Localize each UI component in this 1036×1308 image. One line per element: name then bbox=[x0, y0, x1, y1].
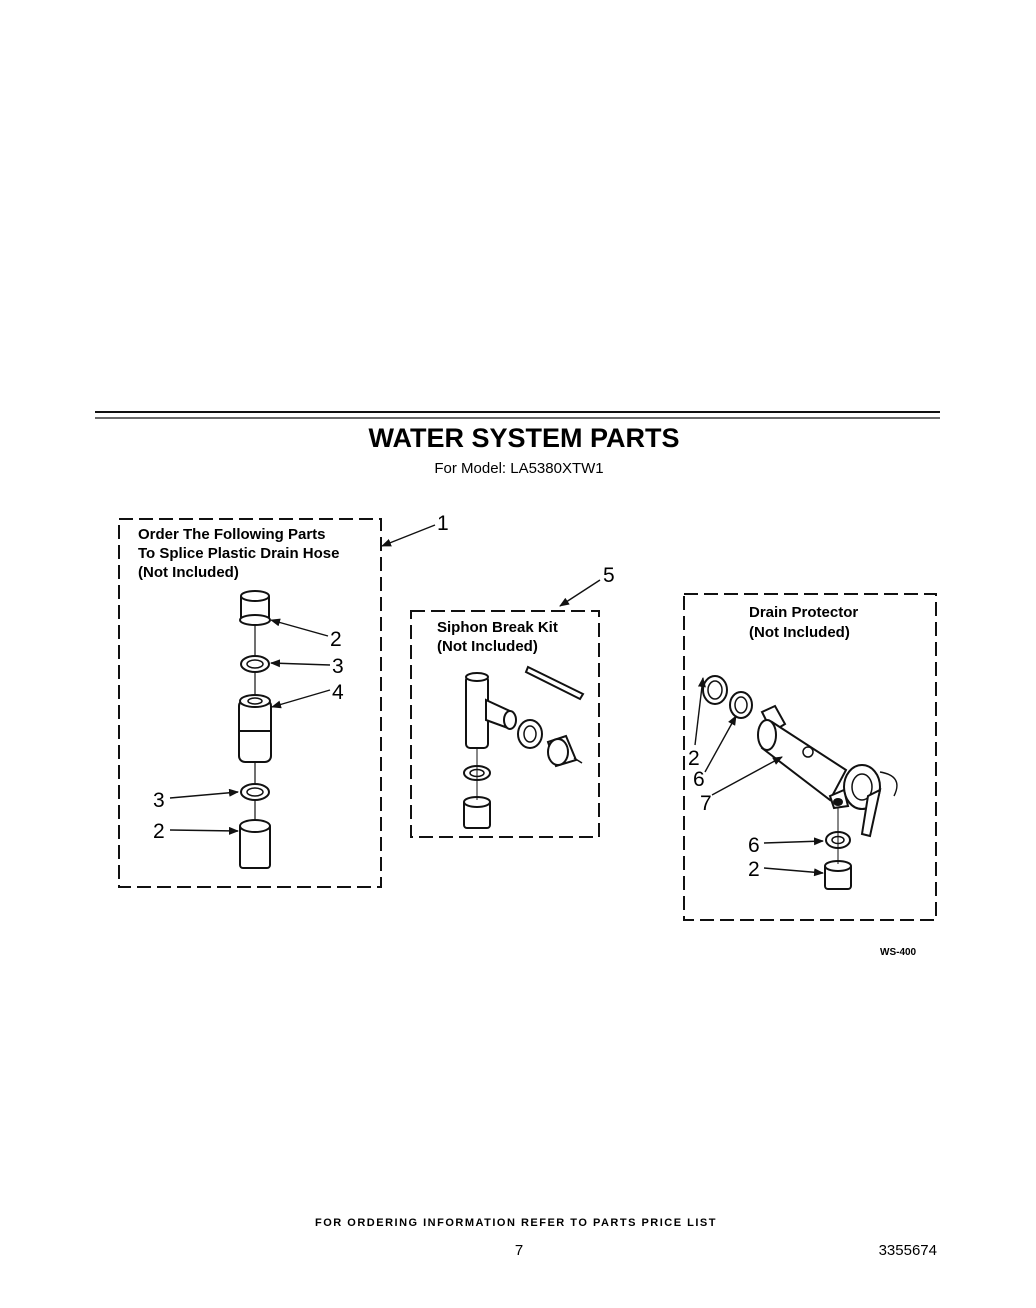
callout-4: 4 bbox=[332, 681, 344, 704]
hose-clamp-bottom bbox=[240, 783, 270, 801]
splice-hose-group: Order The Following Parts To Splice Plas… bbox=[118, 512, 449, 888]
siphon-side-hose-end bbox=[546, 734, 583, 768]
siphon-tee bbox=[465, 672, 517, 749]
drain-protector-label-line-2: (Not Included) bbox=[749, 624, 850, 641]
splice-hose-label-line-3: (Not Included) bbox=[138, 564, 239, 581]
document-number: 3355674 bbox=[879, 1242, 937, 1259]
header-rules bbox=[95, 411, 940, 419]
siphon-clip bbox=[524, 665, 585, 701]
hose-connector bbox=[238, 694, 272, 763]
callout-3-top: 3 bbox=[332, 655, 344, 678]
protector-hose-end-lower bbox=[824, 860, 852, 890]
siphon-break-box bbox=[410, 610, 600, 838]
model-line: For Model: LA5380XTW1 bbox=[434, 460, 603, 477]
protector-hose-end bbox=[702, 675, 728, 705]
drain-protector-group: Drain Protector (Not Included) bbox=[683, 593, 937, 921]
figure-code: WS-400 bbox=[880, 947, 917, 958]
splice-hose-box bbox=[118, 518, 382, 888]
ordering-note: FOR ORDERING INFORMATION REFER TO PARTS … bbox=[315, 1217, 717, 1229]
siphon-side-clamp bbox=[517, 719, 543, 749]
splice-hose-label-line-2: To Splice Plastic Drain Hose bbox=[138, 545, 339, 562]
siphon-break-label-line-2: (Not Included) bbox=[437, 638, 538, 655]
siphon-break-group: Siphon Break Kit (Not Included) bbox=[410, 564, 615, 838]
callout-6-protector-upper: 6 bbox=[693, 768, 705, 791]
page-number: 7 bbox=[515, 1242, 523, 1259]
splice-hose-label-line-1: Order The Following Parts bbox=[138, 526, 326, 543]
callout-6-protector-lower: 6 bbox=[748, 834, 760, 857]
hose-end-top bbox=[239, 590, 271, 626]
drain-protector-box bbox=[683, 593, 937, 921]
drain-protector-body bbox=[757, 704, 898, 838]
callout-5: 5 bbox=[603, 564, 615, 587]
protector-clamp-upper bbox=[729, 691, 753, 719]
callout-3-bottom: 3 bbox=[153, 789, 165, 812]
siphon-bottom-hose-end bbox=[463, 796, 491, 829]
hose-end-bottom bbox=[239, 819, 271, 869]
callout-2-top: 2 bbox=[330, 628, 342, 651]
callout-2-protector-upper: 2 bbox=[688, 747, 700, 770]
drain-protector-label-line-1: Drain Protector bbox=[749, 604, 858, 621]
callout-2-protector-lower: 2 bbox=[748, 858, 760, 881]
page-title: WATER SYSTEM PARTS bbox=[368, 423, 679, 453]
siphon-break-label-line-1: Siphon Break Kit bbox=[437, 619, 558, 636]
callout-1: 1 bbox=[437, 512, 449, 535]
hose-clamp-top bbox=[240, 655, 270, 673]
callout-7: 7 bbox=[700, 792, 712, 815]
callout-2-bottom: 2 bbox=[153, 820, 165, 843]
